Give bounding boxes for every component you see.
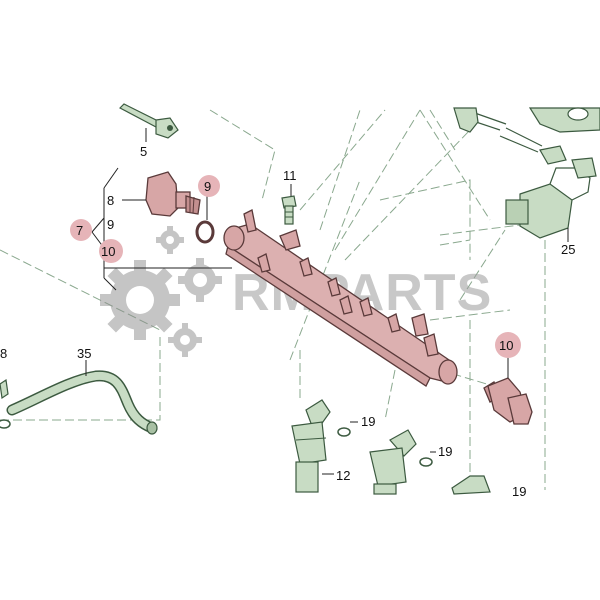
callout-19a: 19 xyxy=(361,414,375,429)
highlight-circle-10b xyxy=(495,332,521,358)
bolt-part-11 xyxy=(281,195,297,225)
callout-25: 25 xyxy=(561,242,575,257)
callout-19b: 19 xyxy=(438,444,452,459)
callout-10a: 10 xyxy=(101,244,115,259)
bracket-part-top xyxy=(453,107,600,179)
highlight-circle-10a xyxy=(99,239,123,263)
callout-9b: 9 xyxy=(107,217,114,232)
fuel-rail-part xyxy=(223,209,458,387)
seal-rings xyxy=(337,427,433,467)
injector-part-12 xyxy=(291,399,331,493)
callout-12: 12 xyxy=(336,468,350,483)
callout-9a: 9 xyxy=(204,179,211,194)
group-7-bracket xyxy=(91,167,232,291)
o-ring-part-9 xyxy=(195,220,215,244)
callout-19c: 19 xyxy=(512,484,526,499)
highlight-circle-7 xyxy=(70,219,92,241)
callout-35: 35 xyxy=(77,346,91,361)
sensor-part-10 xyxy=(483,377,533,425)
callout-8b: 8 xyxy=(0,346,7,361)
callout-7: 7 xyxy=(76,223,83,238)
callout-11: 11 xyxy=(283,168,297,183)
watermark-logo xyxy=(100,226,222,357)
callout-5: 5 xyxy=(140,144,147,159)
callout-8: 8 xyxy=(107,193,114,208)
bolt-part-5 xyxy=(119,103,179,139)
injector-part-second xyxy=(369,429,417,495)
pressure-sensor-part-8 xyxy=(145,171,201,217)
highlight-circle-9 xyxy=(198,175,220,197)
injector-part-third xyxy=(451,475,491,495)
hose-part-35 xyxy=(0,370,158,435)
construction-lines xyxy=(0,109,546,490)
callout-10b: 10 xyxy=(499,338,513,353)
valve-part-25 xyxy=(469,111,591,239)
